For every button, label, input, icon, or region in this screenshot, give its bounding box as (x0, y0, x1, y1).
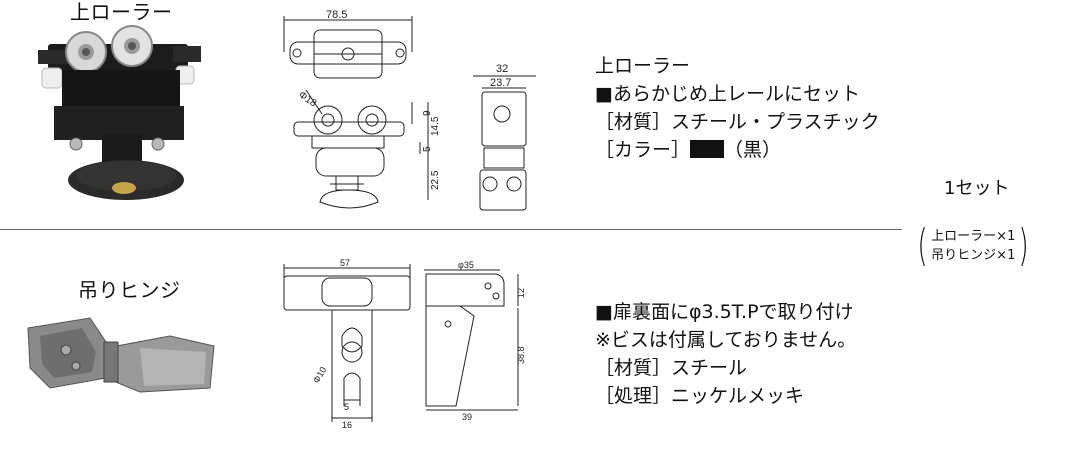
set-item: 吊りヒンジ×1 (931, 248, 1016, 263)
roller-color-value: （黒） (724, 139, 782, 161)
hinge-dim-bottom: 16 (342, 420, 352, 430)
hinge-drawing: 57 Φ10 5 16 φ35 12 38.8 39 (283, 258, 526, 430)
set-quantity: 1セット (944, 178, 1010, 199)
roller-drawing: 78.5 Φ18 9 14.5 5 22.5 32 23.7 (283, 9, 536, 211)
hinge-dim-side-h1: 12 (516, 288, 526, 298)
roller-dim-h3: 5 (422, 146, 433, 152)
roller-dim-h1: 9 (422, 110, 433, 116)
hinge-dim-slot: 5 (344, 402, 349, 412)
hinge-spec-line2: ※ビスは付属しておりません。 (595, 329, 857, 351)
roller-photo (38, 25, 201, 200)
color-swatch (690, 140, 725, 158)
roller-dim-h2: 14.5 (430, 116, 441, 136)
roller-spec-material: ［材質］スチール・プラスチック (595, 111, 880, 133)
left-paren: ( (917, 220, 928, 271)
hinge-spec-material: ［材質］スチール (595, 357, 748, 379)
roller-spec-color: ［カラー］ （黒） (595, 136, 880, 164)
roller-color-label: ［カラー］ (595, 139, 691, 161)
roller-name: 上ローラー (70, 0, 173, 24)
hinge-dim-side-bottom: 39 (462, 412, 472, 422)
hinge-spec-treatment: ［処理］ニッケルメッキ (595, 385, 805, 407)
roller-dim-side-inner: 23.7 (490, 77, 511, 89)
hinge-dim-width: 57 (340, 258, 350, 268)
set-contents: ( 上ローラー×1 吊りヒンジ×1 ) (914, 220, 1033, 271)
section-divider (0, 229, 902, 230)
roller-dim-side-outer: 32 (496, 63, 508, 75)
hinge-spec: ■扉裏面にφ3.5T.Pで取り付け ※ビスは付属しておりません。 ［材質］スチー… (595, 298, 856, 410)
hinge-photo (27, 317, 215, 393)
hinge-name: 吊りヒンジ (78, 278, 181, 302)
roller-spec: 上ローラー ■あらかじめ上レールにセット ［材質］スチール・プラスチック ［カラ… (595, 52, 880, 164)
hinge-dim-diameter: Φ10 (311, 365, 328, 385)
hinge-spec-line1: ■扉裏面にφ3.5T.Pで取り付け (595, 301, 854, 323)
roller-spec-line1: ■あらかじめ上レールにセット (595, 83, 860, 105)
roller-spec-heading: 上ローラー (595, 55, 691, 77)
set-item: 上ローラー×1 (931, 229, 1016, 244)
right-paren: ) (1018, 220, 1030, 271)
hinge-dim-side-h2: 38.8 (516, 346, 526, 364)
roller-dim-h4: 22.5 (430, 170, 441, 190)
roller-dim-diameter: Φ18 (296, 89, 318, 109)
roller-dim-width: 78.5 (326, 9, 347, 21)
hinge-dim-side-top: φ35 (458, 260, 474, 270)
